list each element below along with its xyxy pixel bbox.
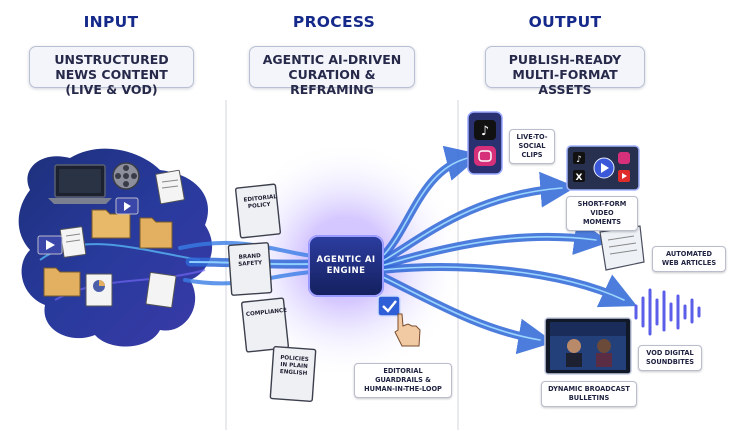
svg-text:♪: ♪ <box>576 155 582 165</box>
process-heading: PROCESS <box>292 13 376 31</box>
svg-text:♪: ♪ <box>481 124 489 139</box>
policy-label-plain-english: POLICIES IN PLAIN ENGLISH <box>279 355 309 377</box>
input-subtitle: UNSTRUCTURED NEWS CONTENT (LIVE & VOD) <box>29 46 194 97</box>
output-label-web-articles: AUTOMATED WEB ARTICLES <box>652 246 726 272</box>
tv-studio-icon <box>544 317 632 375</box>
ai-engine-label: AGENTIC AI ENGINE <box>316 255 376 276</box>
policy-document-2 <box>227 242 273 296</box>
waveform-icon <box>634 288 701 336</box>
policy-document-4 <box>269 346 317 402</box>
policy-label-brand-safety: BRAND SAFETY <box>238 253 263 268</box>
output-subtitle: PUBLISH-READY MULTI-FORMAT ASSETS <box>485 46 645 97</box>
guardrails-label: EDITORIAL GUARDRAILS & HUMAN-IN-THE-LOOP <box>354 363 452 398</box>
process-subtitle: AGENTIC AI-DRIVEN CURATION & REFRAMING <box>249 46 415 97</box>
tablet-video-icon: ♪ X <box>566 145 640 191</box>
folder-icon <box>43 209 173 297</box>
output-label-short-form: SHORT-FORM VIDEO MOMENTS <box>566 196 638 231</box>
film-reel-icon <box>112 162 140 190</box>
output-label-soundbites: VOD DIGITAL SOUNDBITES <box>638 345 702 371</box>
hand-pointer-icon <box>394 313 421 347</box>
output-label-social-clips: LIVE-TO-SOCIAL CLIPS <box>509 129 555 164</box>
svg-text:X: X <box>576 173 583 183</box>
policy-document-1 <box>234 183 282 239</box>
output-heading: OUTPUT <box>528 13 602 31</box>
output-label-broadcast: DYNAMIC BROADCAST BULLETINS <box>541 381 637 407</box>
input-heading: INPUT <box>83 13 139 31</box>
laptop-icon <box>48 164 112 204</box>
phone-social-icon: ♪ <box>467 111 503 175</box>
scroll-icon <box>599 225 645 271</box>
document-icon <box>59 169 185 258</box>
checkbox-icon <box>377 295 401 317</box>
flow-ribbons <box>178 145 638 355</box>
chart-icon <box>85 273 113 307</box>
policy-document-3 <box>240 297 290 353</box>
